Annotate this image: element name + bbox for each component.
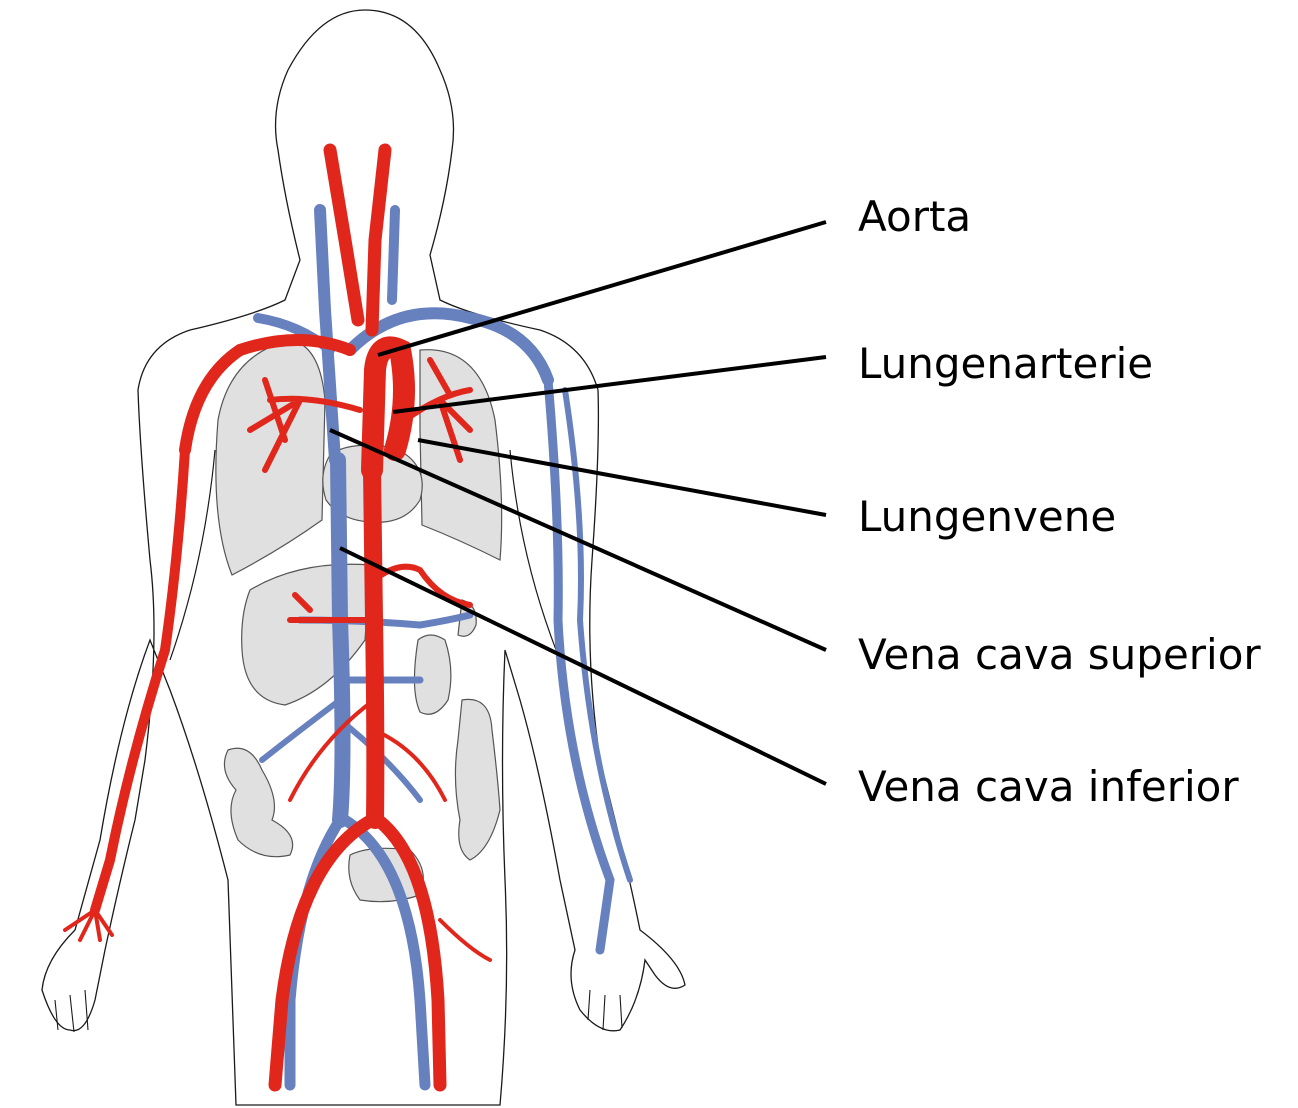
label-vena-cava-superior: Vena cava superior [858, 634, 1261, 676]
label-lungenvene: Lungenvene [858, 496, 1116, 538]
label-lungenarterie: Lungenarterie [858, 343, 1153, 385]
leader-line-aorta [378, 222, 826, 355]
label-aorta: Aorta [858, 196, 971, 238]
vena-cava-inferior [338, 460, 343, 820]
aorta-descending [372, 470, 375, 820]
kidney [414, 635, 450, 714]
label-vena-cava-inferior: Vena cava inferior [858, 766, 1239, 808]
jugular-vein-right [392, 210, 395, 300]
